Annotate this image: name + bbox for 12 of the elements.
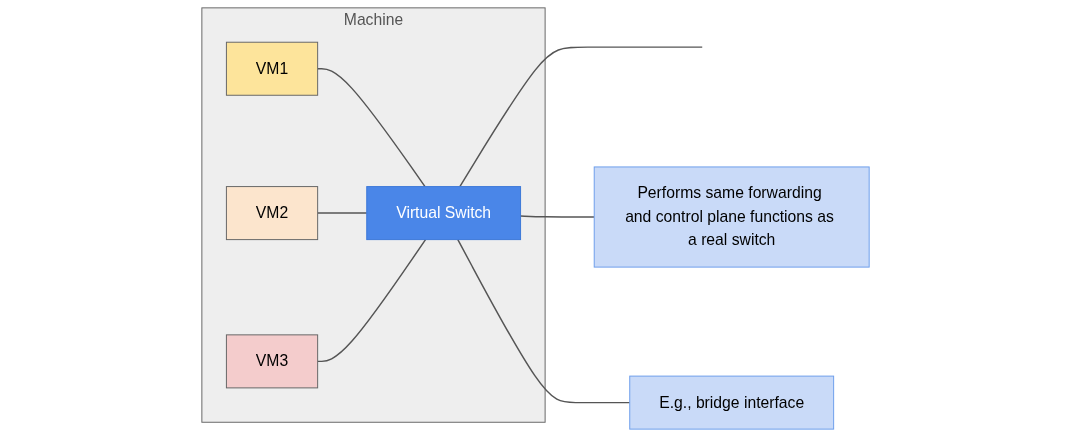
connector [457, 238, 631, 404]
connector [459, 46, 704, 188]
connector [317, 238, 427, 363]
node-box: VM3 [226, 334, 319, 389]
connector [317, 212, 368, 214]
node-box: VM2 [226, 186, 319, 241]
node-box: Performs same forwarding and control plane functions as a real switch [594, 166, 871, 268]
node-box: E.g., bridge interface [629, 375, 835, 430]
node-box: VM1 [226, 41, 319, 96]
connector [520, 215, 596, 218]
node-box: Virtual Switch [366, 186, 522, 241]
connector [317, 68, 427, 188]
